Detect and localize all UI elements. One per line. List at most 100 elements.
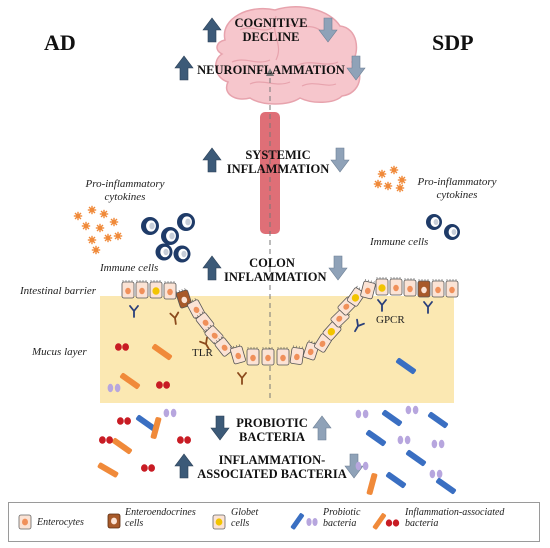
probiotic-bacteria-SDP-up-arrow-icon <box>312 415 332 441</box>
inflammation-cocci-bacterium <box>177 436 192 444</box>
cytokine-icon <box>113 231 123 241</box>
probiotic-rod-bacterium <box>381 409 403 427</box>
legend-icons <box>18 513 400 530</box>
legend-inflammation-bacteria-icon <box>372 513 400 530</box>
legend-enteroendocrines-label: Enteroendocrines cells <box>125 507 196 529</box>
enterocyte-cell <box>230 344 246 365</box>
legend-probiotic-icon <box>290 513 318 530</box>
label-cytokines-right: Pro-inflammatory cytokines <box>417 176 497 201</box>
enterocyte-cell <box>246 347 260 366</box>
enterocyte-cell <box>360 279 376 300</box>
label-colon-inflammation: COLON INFLAMMATION <box>224 256 327 284</box>
probiotic-rod-bacterium <box>405 449 427 467</box>
probiotic-rod-bacterium <box>385 471 407 489</box>
receptor-icon <box>423 301 433 314</box>
enteroendocrine-cell <box>417 279 431 298</box>
receptor-icon <box>237 372 247 385</box>
cognitive-decline-AD-up-arrow-icon <box>202 17 222 43</box>
inflammation-rod-bacterium <box>119 372 141 390</box>
probiotic-bacteria-AD-down-arrow-icon <box>210 415 230 441</box>
inflammation-rod-bacterium <box>97 462 119 478</box>
globet-cell <box>375 277 389 296</box>
inflammation-rod-bacterium <box>151 343 173 361</box>
inflammation-associated-bacteria-AD-up-arrow-icon <box>174 453 194 479</box>
cytokine-icon <box>87 205 97 215</box>
legend-enterocytes-label: Enterocytes <box>37 517 84 528</box>
inflammation-cocci-bacterium <box>115 343 129 351</box>
cytokine-icon <box>395 183 405 193</box>
inflammation-cocci-bacterium <box>99 436 113 444</box>
side-label-ad: AD <box>44 30 76 55</box>
neuroinflammation-SDP-down-arrow-icon <box>346 55 366 81</box>
globet-cell <box>346 285 366 307</box>
enterocyte-cell <box>403 278 417 297</box>
label-inflammation-associated-bacteria: INFLAMMATION- ASSOCIATED BACTERIA <box>197 453 347 481</box>
legend-enterocyte-icon <box>18 514 32 530</box>
label-gpcr: GPCR <box>376 314 405 326</box>
enterocyte-cell <box>276 347 290 366</box>
probiotic-cocci-bacterium <box>355 409 369 419</box>
immune-cell-icon <box>444 224 460 240</box>
cytokine-icon <box>397 175 407 185</box>
enterocyte-cell <box>213 336 234 357</box>
cytokine-icon <box>373 179 383 189</box>
legend: Enterocytes Enteroendocrines cells Globe… <box>8 502 540 542</box>
enterocyte-cell <box>289 345 305 365</box>
receptor-icon <box>354 318 365 333</box>
receptor-icon <box>129 305 139 318</box>
probiotic-cocci-bacterium <box>429 469 443 479</box>
enteroendocrine-cell <box>175 288 193 309</box>
receptor-icon <box>199 336 210 351</box>
probiotic-rod-bacterium <box>135 414 157 432</box>
cytokine-icon <box>81 221 91 231</box>
enterocyte-cell <box>203 324 224 345</box>
cytokine-icon <box>73 211 83 221</box>
probiotic-cocci-bacterium <box>355 461 369 471</box>
enterocyte-cell <box>389 277 403 296</box>
colon-inflammation-AD-up-arrow-icon <box>202 255 222 281</box>
probiotic-rod-bacterium <box>435 477 457 495</box>
enterocyte-cell <box>445 279 459 298</box>
label-tlr: TLR <box>192 347 213 359</box>
systemic-inflammation-AD-up-arrow-icon <box>202 147 222 173</box>
systemic-inflammation-SDP-down-arrow-icon <box>330 147 350 173</box>
cytokine-icon <box>109 217 119 227</box>
label-immune-cells-right: Immune cells <box>370 236 429 248</box>
immune-cell-icon <box>173 245 191 263</box>
inflammation-rod-bacterium <box>150 417 162 439</box>
immune-cell-icon <box>141 217 159 235</box>
neuroinflammation-AD-up-arrow-icon <box>174 55 194 81</box>
legend-enteroendocrine-icon <box>107 513 121 529</box>
label-systemic-inflammation: SYSTEMIC INFLAMMATION <box>226 148 330 176</box>
probiotic-cocci-bacterium <box>163 408 177 418</box>
cytokine-icon <box>99 209 109 219</box>
label-immune-cells-left: Immune cells <box>100 262 159 274</box>
inflammation-cocci-bacterium <box>156 381 171 389</box>
label-cognitive-decline: COGNITIVE DECLINE <box>234 16 308 44</box>
cytokine-icon <box>95 223 105 233</box>
probiotic-cocci-bacterium <box>397 435 411 445</box>
enterocyte-cell <box>135 280 149 299</box>
legend-globet-icon <box>212 514 226 530</box>
label-mucus-layer: Mucus layer <box>32 346 87 358</box>
inflammation-rod-bacterium <box>366 473 378 495</box>
enterocyte-cell <box>163 281 177 300</box>
probiotic-cocci-bacterium <box>431 439 445 449</box>
label-intestinal-barrier: Intestinal barrier <box>20 285 97 297</box>
enterocyte-cell <box>121 280 135 299</box>
immune-cell-icon <box>426 214 442 230</box>
probiotic-rod-bacterium <box>427 411 449 429</box>
immune-cell-icon <box>155 243 173 261</box>
probiotic-rod-bacterium <box>365 429 387 447</box>
inflammation-cocci-bacterium <box>141 464 156 472</box>
legend-globet-label: Globet cells <box>231 507 259 529</box>
legend-inflammation-label: Inflammation-associated bacteria <box>405 507 505 529</box>
immune-cell-icon <box>161 227 179 245</box>
label-probiotic-bacteria: PROBIOTIC BACTERIA <box>236 416 308 444</box>
label-cytokines-left: Pro-inflammatory cytokines <box>85 178 165 203</box>
inflammation-cocci-bacterium <box>117 417 131 425</box>
receptor-icon <box>169 311 180 325</box>
label-neuroinflammation: NEUROINFLAMMATION <box>197 63 345 77</box>
